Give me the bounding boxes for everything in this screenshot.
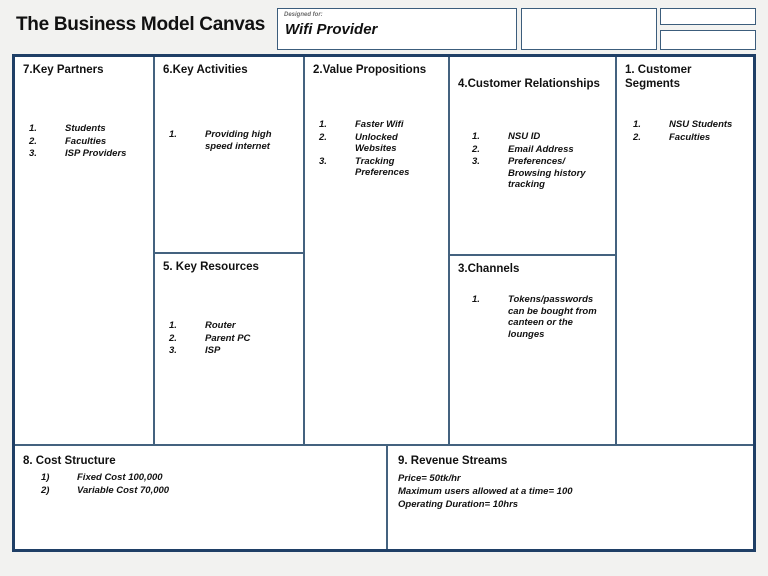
list-item-text: Fixed Cost 100,000	[77, 472, 163, 483]
block-value-propositions[interactable]: 2.Value Propositions 1. Faster Wifi 2. U…	[305, 57, 450, 444]
list-item-number: 2.	[633, 131, 641, 143]
channels-list: 1. Tokens/passwords can be bought from c…	[472, 294, 606, 341]
block-key-resources[interactable]: 5. Key Resources 1. Router 2. Parent PC …	[155, 254, 305, 444]
list-item: 3. Tracking Preferences	[319, 156, 439, 179]
value-propositions-title: 2.Value Propositions	[313, 64, 427, 76]
header-empty-box-small-2[interactable]	[660, 30, 756, 50]
header-empty-box-mid[interactable]	[521, 8, 657, 50]
list-item: 1. Students	[29, 123, 149, 135]
list-item-number: 3.	[472, 156, 480, 167]
channels-title: 3.Channels	[458, 263, 520, 275]
list-item-text: Tokens/passwords can be bought from cant…	[508, 294, 597, 340]
list-item: 2. Unlocked Websites	[319, 132, 439, 155]
list-item-number: 3.	[319, 155, 327, 167]
list-item-text: ISP	[205, 345, 221, 356]
key-activities-list: 1. Providing high speed internet	[169, 129, 293, 153]
value-propositions-list: 1. Faster Wifi 2. Unlocked Websites 3. T…	[319, 119, 439, 180]
block-key-activities[interactable]: 6.Key Activities 1. Providing high speed…	[155, 57, 305, 254]
block-cost-structure[interactable]: 8. Cost Structure 1) Fixed Cost 100,000 …	[15, 444, 388, 549]
list-item: 2. Email Address	[472, 144, 606, 156]
key-resources-list: 1. Router 2. Parent PC 3. ISP	[169, 320, 293, 358]
list-item-text: Faster Wifi	[355, 119, 404, 130]
revenue-line: Price= 50tk/hr	[398, 473, 461, 484]
list-item-number: 1.	[633, 119, 641, 130]
list-item-text: Providing high speed internet	[205, 129, 272, 152]
list-item-number: 2)	[41, 484, 50, 496]
list-item-text: Students	[65, 123, 106, 134]
designed-for-label: Designed for:	[284, 12, 323, 18]
canvas-header: The Business Model Canvas Designed for: …	[0, 0, 768, 52]
list-item-text: Parent PC	[205, 332, 251, 344]
key-partners-list: 1. Students 2. Faculties 3. ISP Provider…	[29, 123, 149, 161]
revenue-line: Maximum users allowed at a time= 100	[398, 486, 573, 497]
key-resources-title: 5. Key Resources	[163, 261, 259, 273]
revenue-streams-lines: Price= 50tk/hr Maximum users allowed at …	[398, 472, 748, 511]
list-item-number: 3.	[169, 345, 177, 356]
list-item-number: 1.	[472, 294, 480, 305]
list-item: 1. Providing high speed internet	[169, 129, 293, 152]
header-empty-box-small-1[interactable]	[660, 8, 756, 25]
list-item: 2. Faculties	[633, 132, 749, 144]
list-item: 1) Fixed Cost 100,000	[41, 472, 371, 484]
revenue-streams-title: 9. Revenue Streams	[398, 455, 508, 467]
list-item: 1. NSU Students	[633, 119, 749, 131]
block-key-partners[interactable]: 7.Key Partners 1. Students 2. Faculties …	[15, 57, 155, 444]
customer-segments-list: 1. NSU Students 2. Faculties	[633, 119, 749, 144]
list-item-number: 1)	[41, 472, 50, 483]
list-item-text: Unlocked Websites	[355, 131, 398, 155]
revenue-line: Operating Duration= 10hrs	[398, 499, 519, 510]
list-item: 3. Preferences/ Browsing history trackin…	[472, 156, 606, 191]
key-partners-title: 7.Key Partners	[23, 64, 104, 76]
list-item-number: 2.	[29, 135, 37, 147]
list-item: 1. Faster Wifi	[319, 119, 439, 131]
list-item-number: 2.	[472, 143, 480, 155]
list-item-number: 1.	[169, 320, 177, 331]
block-revenue-streams[interactable]: 9. Revenue Streams Price= 50tk/hr Maximu…	[388, 444, 753, 549]
list-item-number: 1.	[169, 129, 177, 140]
customer-segments-title: 1. Customer Segments	[625, 64, 692, 90]
block-customer-relationships[interactable]: 4.Customer Relationships 1. NSU ID 2. Em…	[450, 57, 617, 256]
list-item-text: ISP Providers	[65, 148, 127, 159]
customer-relationships-title: 4.Customer Relationships	[458, 78, 600, 90]
designed-for-value: Wifi Provider	[285, 21, 378, 38]
list-item: 1. NSU ID	[472, 131, 606, 143]
list-item-text: NSU ID	[508, 131, 541, 142]
list-item: 3. ISP Providers	[29, 148, 149, 160]
cost-structure-list: 1) Fixed Cost 100,000 2) Variable Cost 7…	[41, 472, 371, 497]
list-item: 2. Faculties	[29, 136, 149, 148]
list-item-text: Email Address	[508, 143, 574, 155]
list-item-number: 3.	[29, 148, 37, 159]
list-item-number: 1.	[472, 131, 480, 142]
list-item: 1. Router	[169, 320, 293, 332]
block-customer-segments[interactable]: 1. Customer Segments 1. NSU Students 2. …	[617, 57, 753, 444]
customer-relationships-list: 1. NSU ID 2. Email Address 3. Preference…	[472, 131, 606, 192]
list-item-text: Preferences/ Browsing history tracking	[508, 156, 586, 190]
list-item-text: Router	[205, 320, 236, 331]
list-item-text: Variable Cost 70,000	[77, 484, 170, 496]
list-item-number: 1.	[319, 119, 327, 130]
designed-for-field[interactable]: Designed for: Wifi Provider	[277, 8, 517, 50]
list-item: 1. Tokens/passwords can be bought from c…	[472, 294, 606, 340]
list-item-text: Faculties	[65, 135, 107, 147]
list-item-text: Faculties	[669, 131, 711, 143]
block-channels[interactable]: 3.Channels 1. Tokens/passwords can be bo…	[450, 256, 617, 444]
list-item: 3. ISP	[169, 345, 293, 357]
list-item: 2) Variable Cost 70,000	[41, 485, 371, 497]
page-title: The Business Model Canvas	[16, 14, 266, 35]
cost-structure-title: 8. Cost Structure	[23, 455, 116, 467]
canvas-grid: 7.Key Partners 1. Students 2. Faculties …	[12, 54, 756, 552]
key-activities-title: 6.Key Activities	[163, 64, 248, 76]
list-item-text: NSU Students	[669, 119, 733, 130]
list-item-number: 1.	[29, 123, 37, 134]
list-item-text: Tracking Preferences	[355, 155, 410, 179]
list-item-number: 2.	[169, 332, 177, 344]
list-item: 2. Parent PC	[169, 333, 293, 345]
list-item-number: 2.	[319, 131, 327, 143]
